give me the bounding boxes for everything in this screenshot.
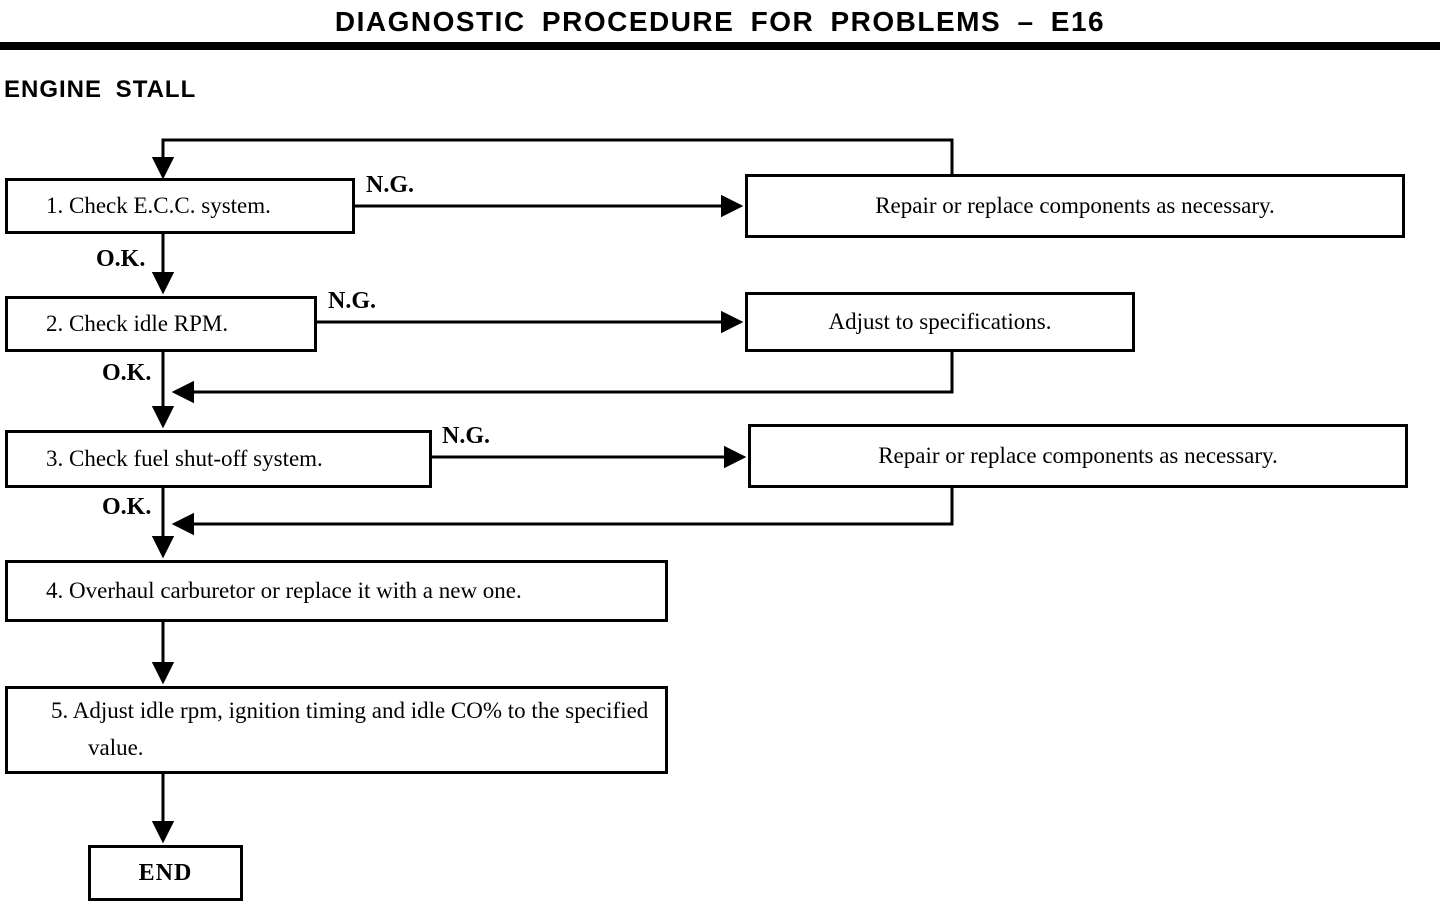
connector-return-2 xyxy=(171,352,954,404)
connector-loop-step1 xyxy=(151,138,954,180)
ng-label-1: N.G. xyxy=(366,172,414,198)
ok-label-1: O.K. xyxy=(96,246,146,272)
step-5-label: 5. Adjust idle rpm, ignition timing and … xyxy=(51,698,649,760)
ng-action-3-box: Repair or replace components as necessar… xyxy=(748,424,1408,488)
page-title: DIAGNOSTIC PROCEDURE FOR PROBLEMS – E16 xyxy=(334,6,1106,37)
ng-label-2: N.G. xyxy=(328,288,376,314)
ng-label-3: N.G. xyxy=(442,423,490,449)
ng-action-1-box: Repair or replace components as necessar… xyxy=(745,174,1405,238)
title-divider xyxy=(0,42,1440,50)
step-2-box: 2. Check idle RPM. xyxy=(5,296,317,352)
ok-label-2: O.K. xyxy=(102,360,152,386)
ok-label-3: O.K. xyxy=(102,494,152,520)
step-3-box: 3. Check fuel shut-off system. xyxy=(5,430,432,488)
section-heading: ENGINE STALL xyxy=(4,76,197,103)
ng-action-2-box: Adjust to specifications. xyxy=(745,292,1135,352)
step-5-box: 5. Adjust idle rpm, ignition timing and … xyxy=(5,686,668,774)
end-box: END xyxy=(88,845,243,901)
connector-return-3 xyxy=(171,488,954,536)
step-4-box: 4. Overhaul carburetor or replace it wit… xyxy=(5,560,668,622)
step-1-box: 1. Check E.C.C. system. xyxy=(5,178,355,234)
